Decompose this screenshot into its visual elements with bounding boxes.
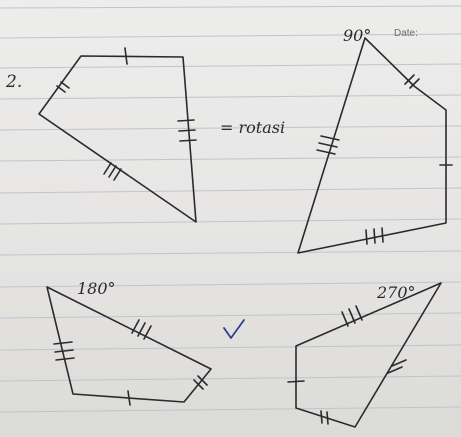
rotated-180-quadrilateral bbox=[46, 286, 212, 406]
angle-90-label: 90° bbox=[343, 26, 372, 45]
rotated-270-quadrilateral bbox=[287, 282, 442, 428]
angle-180-label: 180° bbox=[77, 279, 116, 298]
rotation-label: = rotasi bbox=[220, 118, 286, 137]
original-quadrilateral bbox=[38, 47, 197, 223]
problem-number: 2. bbox=[6, 72, 23, 92]
check-mark-icon bbox=[223, 319, 245, 339]
rotated-90-quadrilateral bbox=[297, 37, 453, 254]
angle-270-label: 270° bbox=[377, 283, 416, 302]
date-header: Date: bbox=[394, 28, 418, 39]
